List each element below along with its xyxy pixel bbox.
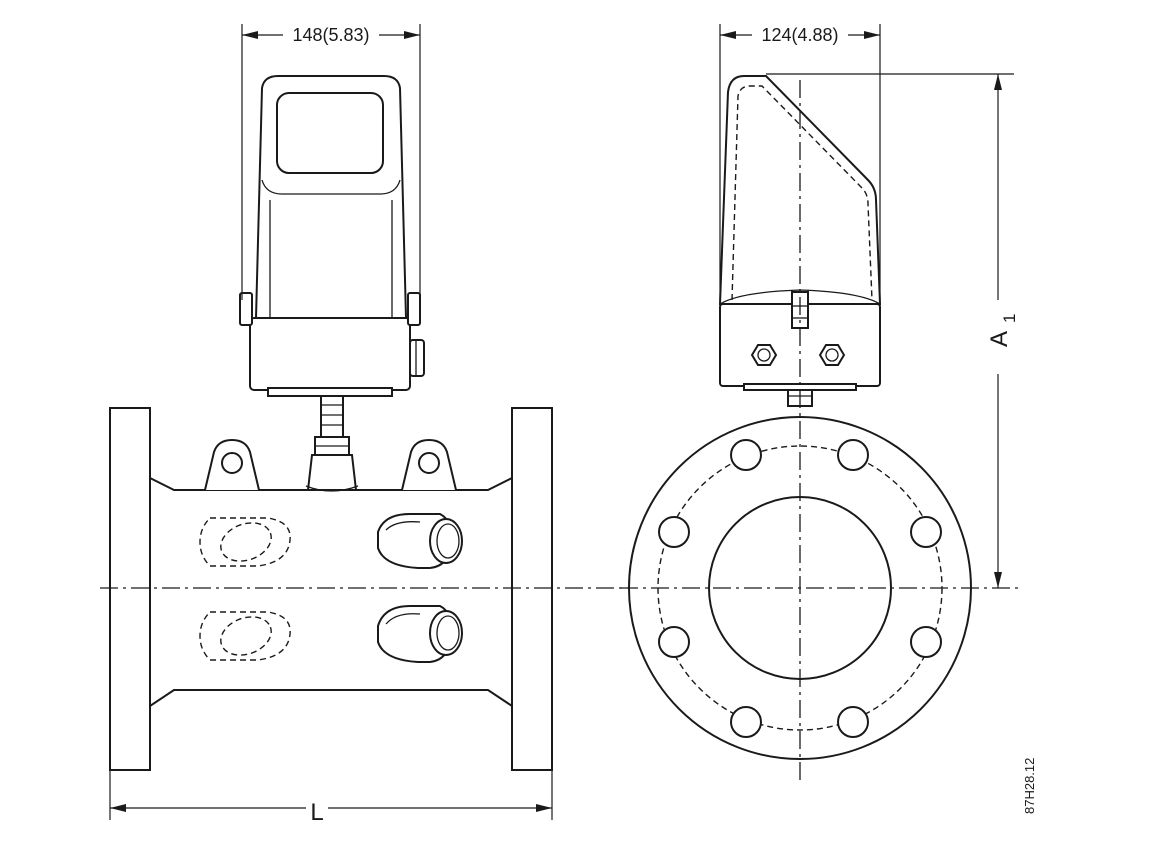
side-transducer-port-lower bbox=[377, 605, 463, 663]
side-right-flange bbox=[511, 407, 553, 771]
dimension-side-width: 148(5.83) bbox=[241, 24, 421, 300]
side-width-label: 148(5.83) bbox=[292, 25, 369, 45]
side-cable-gland bbox=[409, 339, 425, 377]
side-view bbox=[100, 75, 630, 771]
side-neck-base bbox=[306, 454, 358, 491]
side-lifting-lug-right bbox=[401, 438, 457, 491]
side-housing-base bbox=[249, 317, 411, 391]
side-transducer-port-upper bbox=[377, 513, 463, 569]
side-stem bbox=[320, 389, 344, 438]
side-lug-hole-left bbox=[221, 452, 243, 474]
side-lifting-lug-left bbox=[204, 438, 260, 491]
side-display-window bbox=[276, 92, 384, 174]
side-hidden-port-upper bbox=[199, 517, 291, 567]
end-hex-nut-left bbox=[750, 344, 778, 366]
side-pipe-body bbox=[149, 476, 513, 708]
side-hinge-left bbox=[239, 292, 253, 326]
end-bolt-holes bbox=[658, 439, 942, 738]
length-label: L bbox=[310, 799, 323, 826]
dimension-height-a1: A 1 bbox=[766, 73, 1019, 588]
side-hidden-port-lower bbox=[199, 611, 291, 661]
height-label: A bbox=[986, 331, 1013, 347]
end-view bbox=[620, 75, 1020, 780]
end-width-label: 124(4.88) bbox=[761, 25, 838, 45]
dimension-length: L bbox=[109, 770, 553, 826]
side-lug-hole-right bbox=[418, 452, 440, 474]
end-hex-nut-right bbox=[818, 344, 846, 366]
drawing-id: 87H28.12 bbox=[1022, 758, 1037, 814]
height-subscript: 1 bbox=[1000, 314, 1019, 323]
side-left-flange bbox=[109, 407, 151, 771]
dimension-end-width: 124(4.88) bbox=[719, 24, 881, 300]
side-hinge-right bbox=[407, 292, 421, 326]
